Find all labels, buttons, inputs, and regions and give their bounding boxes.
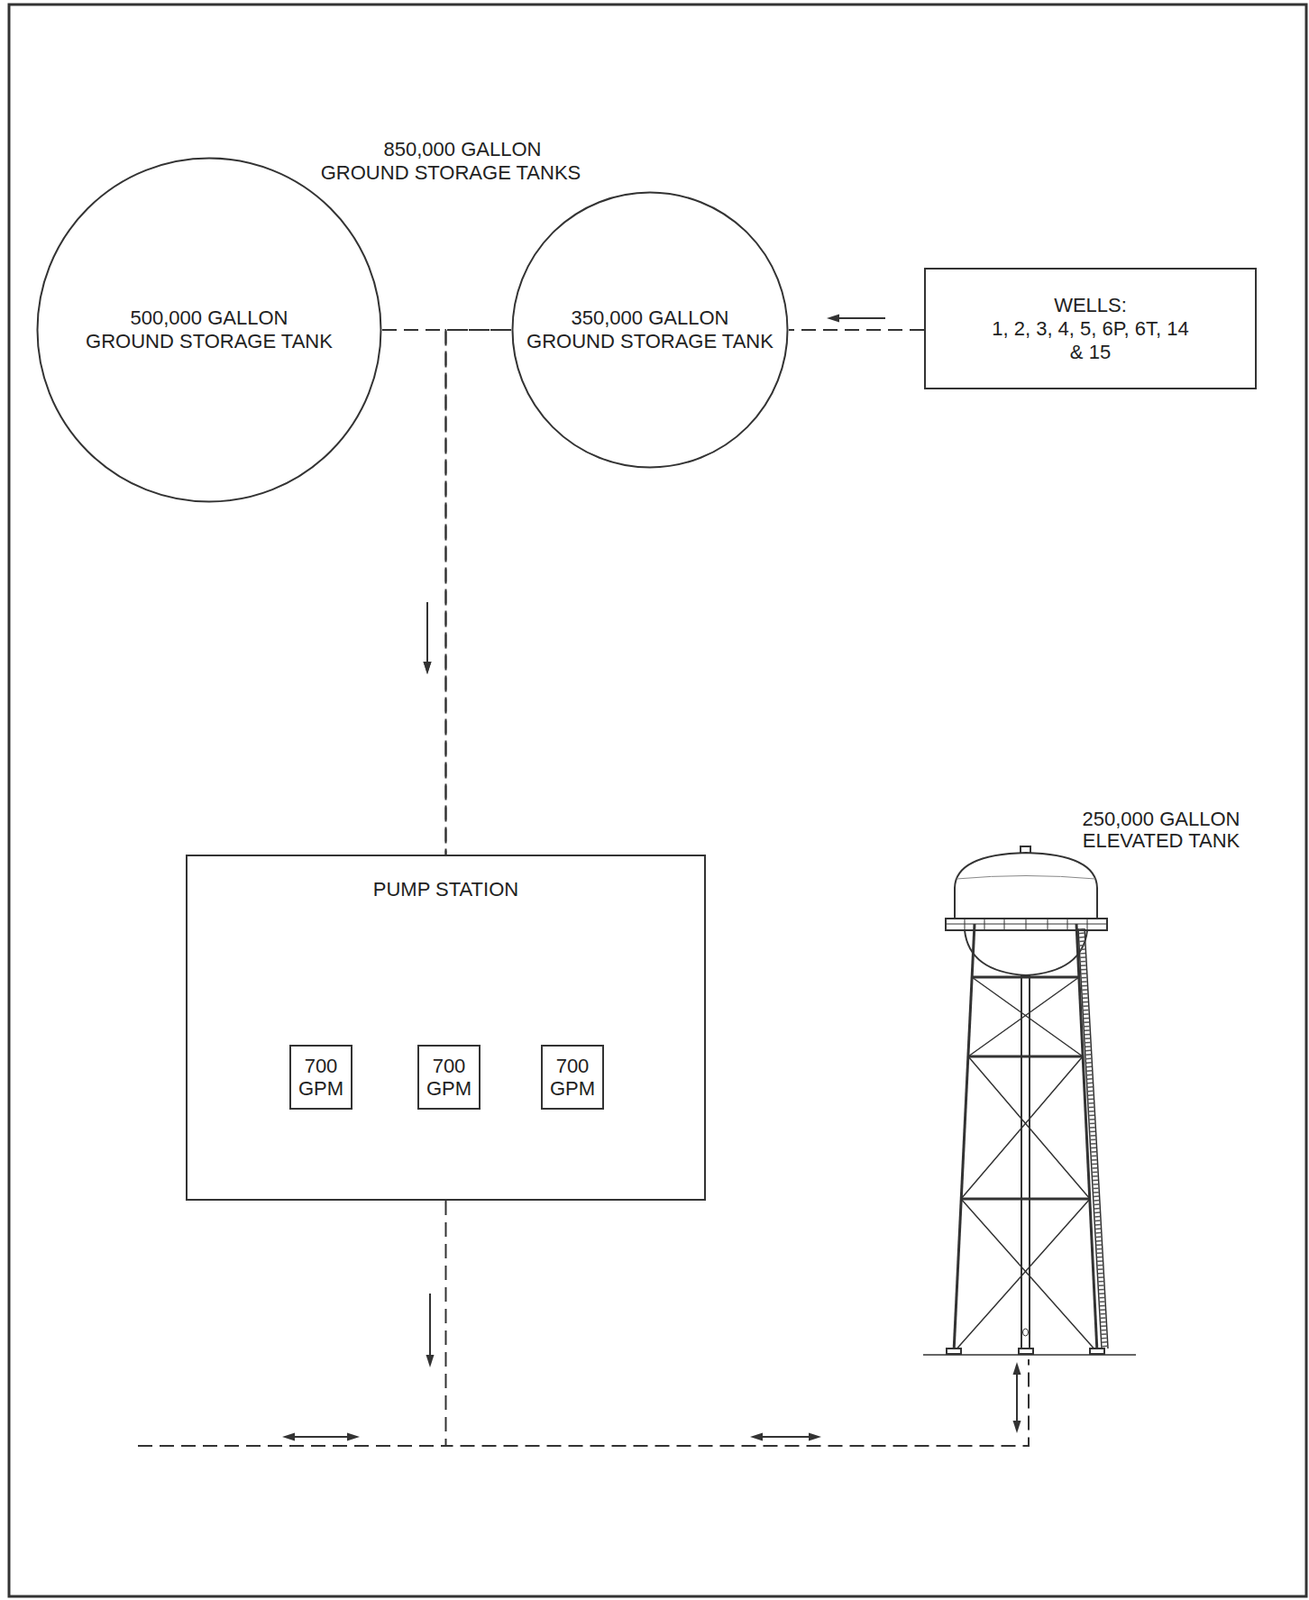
pump-rating: 700 GPM xyxy=(422,1054,476,1100)
storage-tank-circle: 350,000 GALLON GROUND STORAGE TANK xyxy=(511,191,789,469)
pipe-connector xyxy=(382,329,447,855)
tank-label: 350,000 GALLON GROUND STORAGE TANK xyxy=(526,306,774,354)
group-heading: 850,000 GALLON GROUND STORAGE TANKS xyxy=(315,137,586,185)
pump-station-box: PUMP STATION 700 GPM 700 GPM 700 GPM xyxy=(185,854,706,1201)
flow-arrow xyxy=(282,1293,435,1442)
distribution-pipe xyxy=(137,1445,447,1447)
well-list: 1, 2, 3, 4, 5, 6P, 6T, 14 & 15 xyxy=(987,317,1195,365)
pipe-connector xyxy=(446,1200,1030,1447)
elevated-tank-drawing xyxy=(923,846,1136,1355)
page-frame xyxy=(9,4,1307,1597)
pump-box: 700 GPM xyxy=(540,1044,605,1110)
pump-rating: 700 GPM xyxy=(294,1054,348,1100)
box-heading: PUMP STATION xyxy=(187,878,705,902)
pump-rating: 700 GPM xyxy=(546,1054,599,1100)
tank-label: 250,000 GALLON ELEVATED TANK xyxy=(1071,808,1252,852)
pump-box: 700 GPM xyxy=(289,1044,353,1110)
box-heading: WELLS: xyxy=(987,293,1195,318)
tank-label: 500,000 GALLON GROUND STORAGE TANK xyxy=(85,306,333,354)
pump-box: 700 GPM xyxy=(417,1044,481,1110)
elevated-tank: 250,000 GALLON ELEVATED TANK xyxy=(919,805,1263,1360)
pipe-connector xyxy=(788,314,925,331)
storage-tank-circle: 500,000 GALLON GROUND STORAGE TANK xyxy=(36,156,383,504)
wells-box: WELLS:1, 2, 3, 4, 5, 6P, 6T, 14 & 15 xyxy=(924,267,1257,390)
pipe-connector xyxy=(423,329,513,855)
